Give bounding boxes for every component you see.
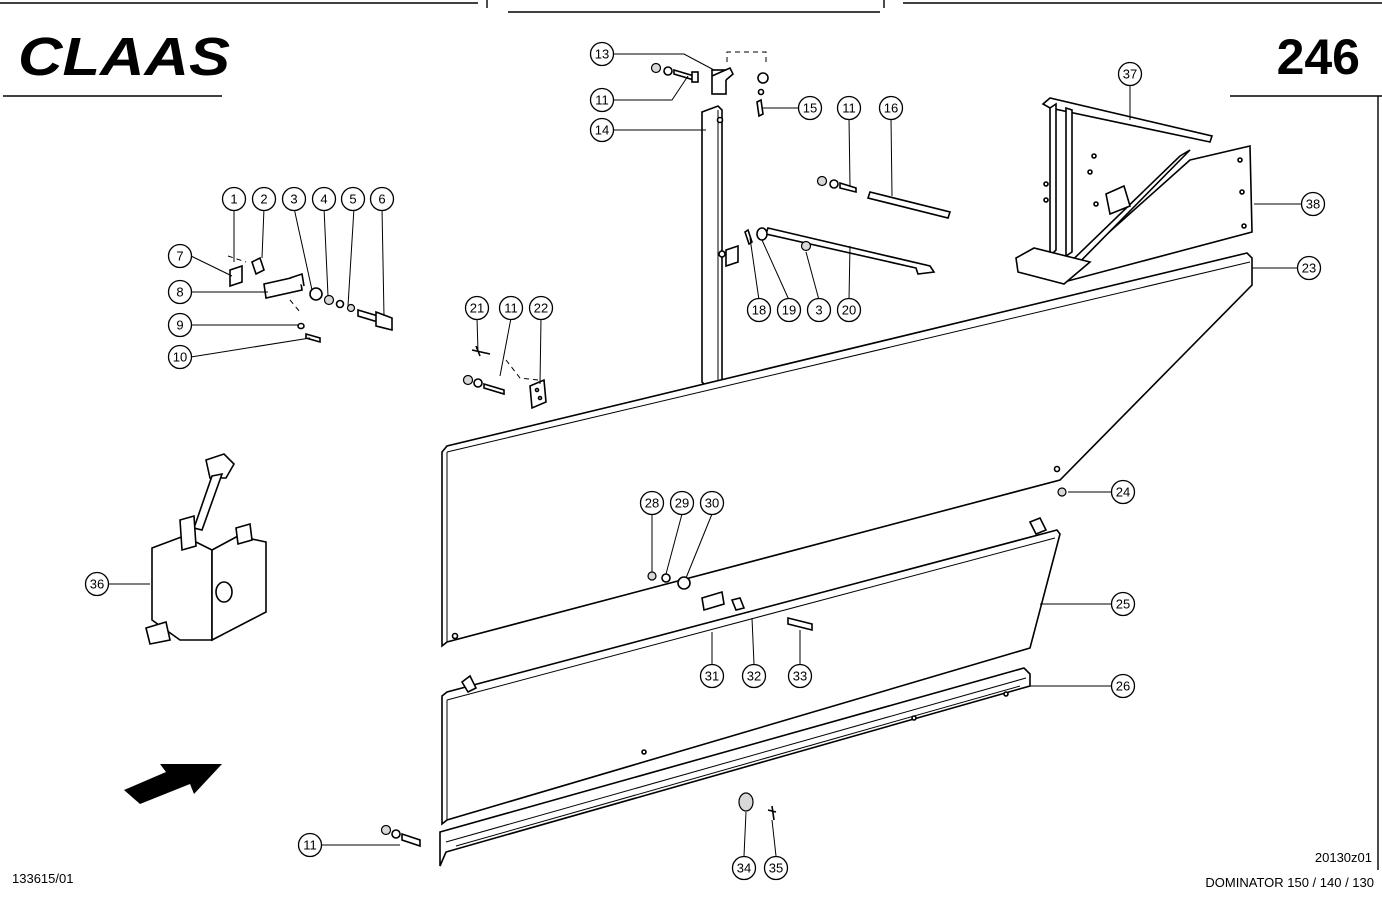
callout-33: 33: [787, 663, 813, 689]
svg-text:11: 11: [842, 101, 856, 116]
svg-text:26: 26: [1116, 679, 1130, 694]
callout-23: 23: [1296, 255, 1322, 281]
post-hardware: [650, 51, 769, 118]
hinge-hardware-group: [462, 345, 547, 410]
svg-text:16: 16: [884, 101, 898, 116]
callout-7: 7: [167, 243, 193, 269]
long-side-panel: [441, 252, 1253, 648]
callout-30: 30: [699, 490, 725, 516]
svg-text:24: 24: [1116, 485, 1130, 500]
svg-text:14: 14: [595, 123, 609, 138]
svg-text:28: 28: [645, 496, 659, 511]
document-number: 133615/01: [12, 871, 73, 886]
svg-text:3: 3: [815, 303, 822, 318]
svg-text:34: 34: [737, 861, 751, 876]
svg-text:37: 37: [1123, 67, 1137, 82]
svg-text:9: 9: [176, 318, 183, 333]
callout-32: 32: [741, 663, 767, 689]
callout-4: 4: [311, 186, 337, 212]
svg-text:13: 13: [595, 47, 609, 62]
callout-3: 3: [806, 297, 832, 323]
callout-15: 15: [797, 95, 823, 121]
svg-text:20: 20: [842, 303, 856, 318]
svg-text:11: 11: [504, 301, 518, 316]
callout-36: 36: [84, 571, 110, 597]
callout-10: 10: [167, 344, 193, 370]
svg-text:2: 2: [260, 192, 267, 207]
svg-text:5: 5: [349, 192, 356, 207]
svg-text:33: 33: [793, 669, 807, 684]
callout-26: 26: [1110, 673, 1136, 699]
bracket-hardware-group: [227, 255, 393, 344]
callout-18: 18: [746, 297, 772, 323]
svg-text:31: 31: [705, 669, 719, 684]
callout-11: 11: [498, 295, 524, 321]
svg-text:4: 4: [320, 192, 327, 207]
svg-text:22: 22: [534, 301, 548, 316]
svg-text:30: 30: [705, 496, 719, 511]
svg-text:25: 25: [1116, 597, 1130, 612]
svg-text:11: 11: [303, 838, 317, 853]
svg-text:15: 15: [803, 101, 817, 116]
callout-19: 19: [776, 297, 802, 323]
rod-16: [816, 175, 952, 219]
callout-14: 14: [589, 117, 615, 143]
callout-21: 21: [464, 295, 490, 321]
svg-text:29: 29: [675, 496, 689, 511]
upright-post: [701, 66, 739, 387]
callout-38: 38: [1300, 191, 1326, 217]
svg-text:1: 1: [230, 192, 237, 207]
svg-text:32: 32: [747, 669, 761, 684]
callout-25: 25: [1110, 591, 1136, 617]
callout-34: 34: [731, 855, 757, 881]
svg-text:23: 23: [1302, 261, 1316, 276]
callout-16: 16: [878, 95, 904, 121]
direction-arrow-icon: [124, 764, 222, 804]
callout-8: 8: [167, 279, 193, 305]
callout-35: 35: [763, 855, 789, 881]
svg-text:11: 11: [595, 93, 609, 108]
callout-5: 5: [340, 186, 366, 212]
rod-20: [744, 227, 936, 275]
svg-text:38: 38: [1306, 197, 1320, 212]
svg-text:8: 8: [176, 285, 183, 300]
callout-20: 20: [836, 297, 862, 323]
callout-28: 28: [639, 490, 665, 516]
header-frame: [0, 0, 1382, 870]
svg-text:7: 7: [176, 249, 183, 264]
svg-text:6: 6: [378, 192, 385, 207]
svg-text:21: 21: [470, 301, 484, 316]
callout-22: 22: [528, 295, 554, 321]
callout-13: 13: [589, 41, 615, 67]
svg-text:3: 3: [290, 192, 297, 207]
callout-1: 1: [221, 186, 247, 212]
drawing-code: 20130z01: [1315, 850, 1372, 865]
svg-text:19: 19: [782, 303, 796, 318]
callout-37: 37: [1117, 61, 1143, 87]
callout-29: 29: [669, 490, 695, 516]
page-number: 246: [1277, 29, 1360, 85]
claas-logo: CLAAS: [18, 27, 230, 87]
leader-lines: [109, 53, 1301, 857]
svg-text:35: 35: [769, 861, 783, 876]
callout-24: 24: [1110, 479, 1136, 505]
model-name: DOMINATOR 150 / 140 / 130: [1205, 875, 1374, 890]
upper-support-frame: [1015, 97, 1253, 285]
svg-text:18: 18: [752, 303, 766, 318]
callout-11: 11: [836, 95, 862, 121]
callout-11: 11: [297, 832, 323, 858]
guard-cover: [145, 453, 267, 645]
callout-6: 6: [369, 186, 395, 212]
callout-3: 3: [281, 186, 307, 212]
svg-text:36: 36: [90, 577, 104, 592]
callout-11: 11: [589, 87, 615, 113]
callout-9: 9: [167, 312, 193, 338]
callout-2: 2: [251, 186, 277, 212]
svg-text:10: 10: [173, 350, 187, 365]
callout-31: 31: [699, 663, 725, 689]
